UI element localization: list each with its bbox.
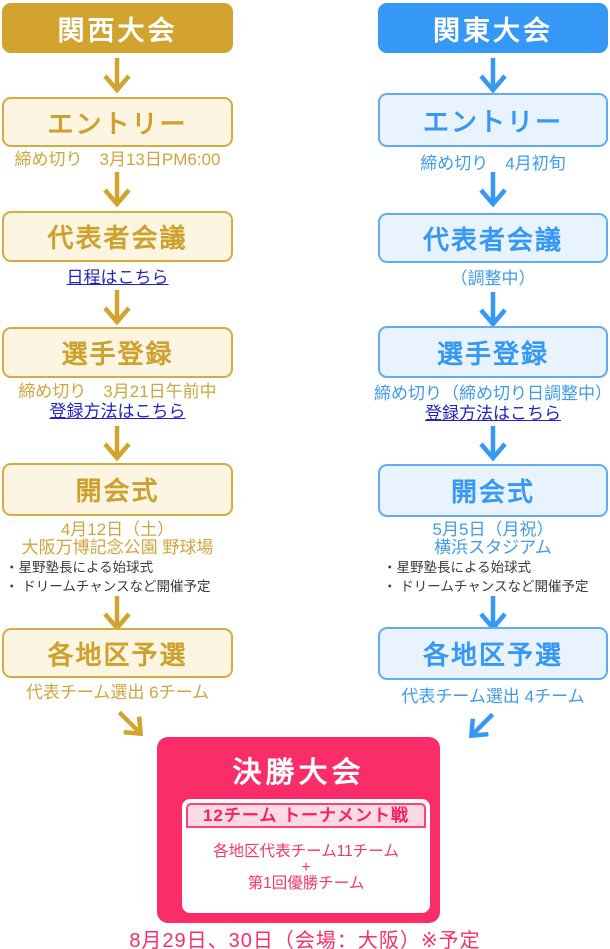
- kansai-prelim-note: 代表チーム選出 6チーム: [25, 683, 210, 702]
- kanto-opening-venue: 横浜スタジアム: [434, 538, 552, 557]
- down-arrow-icon: [100, 289, 134, 325]
- kansai-entry-deadline: 締め切り 3月13日PM6:00: [14, 150, 221, 169]
- tournament-format-badge: 12チーム トーナメント戦: [186, 803, 426, 828]
- teams-line1: 各地区代表チーム11チーム: [213, 843, 399, 860]
- kansai-opening-date: 4月12日（土）: [60, 520, 175, 539]
- kanto-register-link[interactable]: 登録方法はこちら: [425, 404, 561, 423]
- down-arrow-icon: [476, 57, 510, 93]
- kanto-entry-deadline: 締め切り 4月初旬: [420, 154, 566, 173]
- final-tournament-box: 決勝大会 12チーム トーナメント戦 各地区代表チーム11チーム + 第1回優勝…: [157, 737, 440, 923]
- down-arrow-icon: [100, 171, 134, 207]
- kanto-opening-details: ・星野塾長による始球式 ・ ドリームチャンスなど開催予定: [383, 558, 608, 596]
- kansai-register-note: 登録方法はこちら: [0, 402, 235, 422]
- diagonal-arrow-icon: [105, 698, 154, 747]
- kanto-register-deadline: 締め切り（締め切り日調整中）: [374, 384, 610, 403]
- kanto-header: 関東大会: [378, 3, 608, 53]
- kansai-opening-venue: 大阪万博記念公園 野球場: [21, 538, 214, 557]
- teams-plus: +: [301, 859, 311, 876]
- kansai-step-meeting: 代表者会議: [2, 211, 233, 262]
- kanto-meeting-note: （調整中）: [450, 269, 536, 288]
- kanto-step-prelim: 各地区予選: [378, 627, 608, 680]
- kansai-step-register: 選手登録: [2, 327, 233, 378]
- down-arrow-icon: [476, 171, 510, 207]
- final-date-note: 8月29日、30日（会場：大阪）※予定: [129, 930, 481, 949]
- down-arrow-icon: [476, 291, 510, 327]
- kansai-step-opening: 開会式: [2, 463, 233, 516]
- kansai-opening-bullet1: ・星野塾長による始球式: [5, 560, 154, 575]
- kanto-prelim-note: 代表チーム選出 4チーム: [401, 687, 585, 706]
- diagonal-arrow-icon: [457, 700, 506, 749]
- kansai-register-link[interactable]: 登録方法はこちら: [49, 402, 186, 421]
- kanto-opening-bullet1: ・星野塾長による始球式: [383, 560, 532, 575]
- kanto-step-opening: 開会式: [378, 464, 608, 517]
- kanto-register-note: 登録方法はこちら: [373, 404, 610, 424]
- kansai-opening-details: ・星野塾長による始球式 ・ ドリームチャンスなど開催予定: [5, 558, 235, 596]
- final-tournament-title: 決勝大会: [232, 757, 365, 789]
- kansai-meeting-note: 日程はこちら: [0, 268, 235, 288]
- tournament-teams-info: 各地区代表チーム11チーム + 第1回優勝チーム: [186, 843, 426, 892]
- down-arrow-icon: [100, 425, 134, 461]
- kansai-step-entry: エントリー: [2, 97, 233, 147]
- down-arrow-icon: [100, 57, 134, 93]
- kansai-register-deadline: 締め切り 3月21日午前中: [18, 382, 217, 401]
- final-tournament-card: 12チーム トーナメント戦 各地区代表チーム11チーム + 第1回優勝チーム: [182, 799, 430, 913]
- kansai-opening-bullet2: ・ ドリームチャンスなど開催予定: [5, 579, 211, 594]
- kansai-header: 関西大会: [2, 3, 233, 53]
- down-arrow-icon: [100, 595, 134, 631]
- teams-line2: 第1回優勝チーム: [247, 875, 365, 892]
- kansai-schedule-link[interactable]: 日程はこちら: [66, 268, 169, 287]
- kanto-step-entry: エントリー: [378, 93, 608, 147]
- kanto-step-register: 選手登録: [378, 326, 608, 378]
- down-arrow-icon: [476, 425, 510, 461]
- down-arrow-icon: [476, 595, 510, 631]
- kanto-opening-bullet2: ・ ドリームチャンスなど開催予定: [383, 579, 589, 594]
- kansai-step-prelim: 各地区予選: [2, 628, 233, 678]
- kanto-step-meeting: 代表者会議: [378, 213, 608, 263]
- kanto-opening-date: 5月5日（月祝）: [432, 520, 554, 539]
